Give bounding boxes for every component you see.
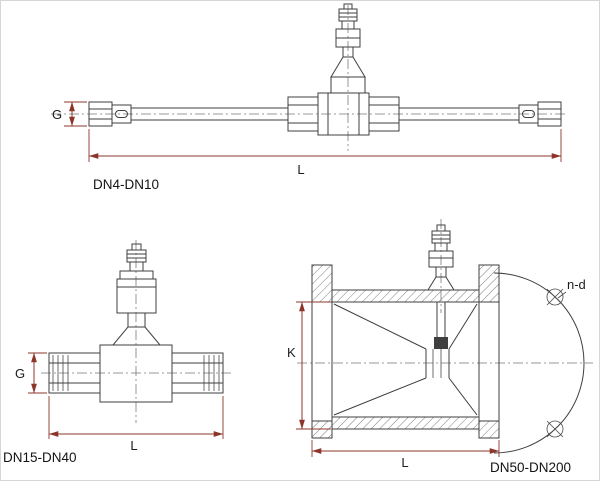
dn4-right-hex-fitting: [537, 101, 562, 127]
dn50-flange-arc: [493, 272, 585, 454]
dn50-dimension-k: K: [287, 301, 331, 430]
dn4-dim-g-label: G: [52, 107, 62, 122]
dn50-dim-l-label: L: [401, 455, 408, 470]
dn15-dimension-l: L: [48, 396, 224, 453]
dn50-dimension-l: L: [311, 440, 500, 470]
dn4-sensor-assembly: [330, 3, 366, 94]
dn50-sensor-stem: [436, 302, 446, 337]
dn50-dim-k-label: K: [287, 345, 296, 360]
dn50-bolt-hole-bottom-icon: [546, 420, 564, 438]
dn15-dimension-g: G: [15, 352, 47, 394]
dn50-internal-cone: [333, 303, 478, 416]
dn50-bolt-circle: n-d: [493, 272, 586, 454]
view-dn50-dn200: n-d K L DN50-DN200: [287, 219, 593, 475]
dn50-sensor-assembly: [427, 224, 455, 291]
dn50-body-top-wall: [331, 289, 480, 303]
dn4-dimension-l: L: [88, 129, 562, 177]
dn4-caption: DN4-DN10: [93, 177, 159, 192]
dn15-caption: DN15-DN40: [3, 450, 77, 465]
dn15-right-hex-nipple: [171, 352, 224, 394]
dn50-sensor-probe-tip: [434, 337, 448, 349]
view-dn4-dn10: G L DN4-DN10: [51, 3, 567, 192]
dn50-dim-nd-label: n-d: [567, 277, 586, 292]
dn50-bolt-hole-top-icon: [546, 288, 564, 306]
dn50-caption: DN50-DN200: [490, 460, 571, 475]
dn4-dimension-g: G: [52, 101, 87, 127]
dn15-dim-g-label: G: [15, 366, 25, 381]
dn50-nd-leader-line: [557, 291, 567, 299]
dn15-dim-l-label: L: [130, 438, 137, 453]
dn15-left-hex-nipple: [48, 352, 101, 394]
dn50-left-flange: [311, 264, 333, 439]
dn50-right-flange: [478, 264, 500, 439]
dn4-dim-l-label: L: [297, 162, 304, 177]
dn50-body-bottom-wall: [331, 416, 480, 430]
dn15-sensor-assembly: [111, 243, 162, 346]
view-dn15-dn40: G L DN15-DN40: [3, 240, 232, 465]
